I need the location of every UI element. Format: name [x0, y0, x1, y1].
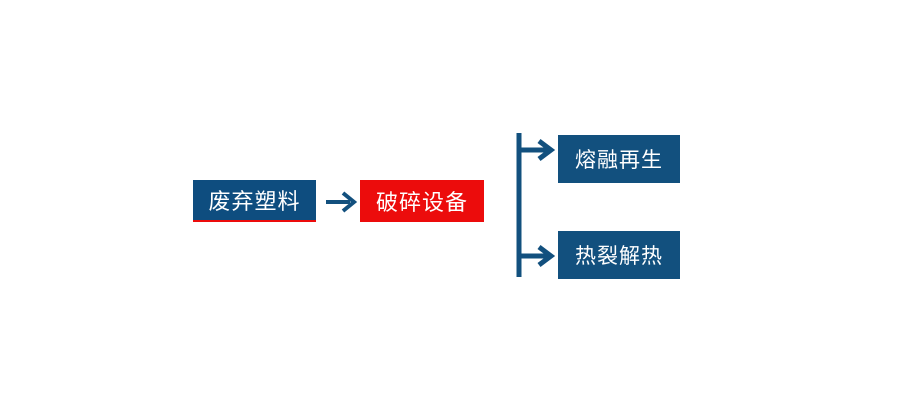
node-output-1-label: 熔融再生	[575, 148, 663, 172]
node-process-label: 破碎设备	[375, 191, 468, 216]
node-output-2-label: 热裂解热	[575, 244, 663, 268]
node-process[interactable]: 破碎设备	[360, 180, 484, 222]
node-source[interactable]: 废弃塑料	[193, 180, 316, 222]
node-source-label: 废弃塑料	[208, 190, 301, 215]
node-output-melt-regeneration[interactable]: 熔融再生	[558, 135, 680, 183]
branch-connector	[505, 125, 565, 285]
arrow-source-to-process	[326, 189, 358, 215]
node-output-pyrolysis[interactable]: 热裂解热	[558, 231, 680, 279]
